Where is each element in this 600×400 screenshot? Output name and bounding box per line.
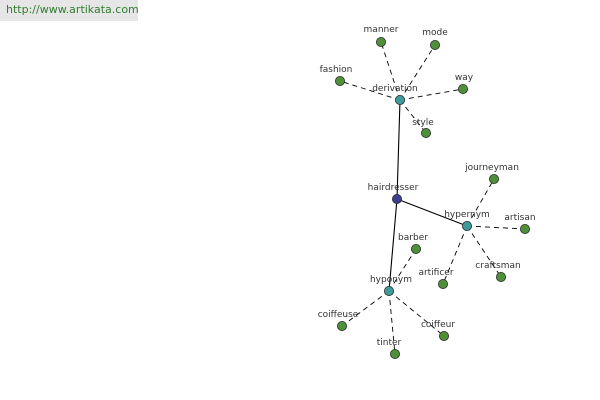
edge-derivation-manner (380, 41, 401, 101)
word-node-craftsman[interactable] (495, 271, 506, 282)
node-label-barber[interactable]: barber (398, 233, 428, 243)
node-label-tinter[interactable]: tinter (377, 338, 402, 348)
edge-hairdresser-derivation (396, 99, 401, 200)
word-node-coiffeur[interactable] (438, 330, 449, 341)
node-label-hairdresser[interactable]: hairdresser (368, 183, 419, 193)
edge-hyponym-coiffeur (388, 290, 445, 337)
word-node-mode[interactable] (429, 40, 440, 51)
edge-hypernym-artificer (442, 225, 468, 285)
graph-edges (339, 41, 526, 355)
node-label-style[interactable]: style (412, 118, 434, 128)
edge-hyponym-tinter (388, 290, 396, 355)
node-label-fashion[interactable]: fashion (320, 65, 353, 75)
node-label-coiffeur[interactable]: coiffeur (421, 320, 455, 330)
node-label-coiffeuse[interactable]: coiffeuse (318, 310, 359, 320)
word-node-fashion[interactable] (334, 76, 345, 87)
node-label-journeyman[interactable]: journeyman (464, 163, 519, 173)
edge-hypernym-artisan (466, 225, 526, 230)
word-node-coiffeuse[interactable] (336, 320, 347, 331)
word-node-manner[interactable] (375, 37, 386, 48)
word-node-artisan[interactable] (520, 223, 531, 234)
edge-hypernym-craftsman (466, 225, 502, 278)
node-label-derivation[interactable]: derivation (372, 84, 418, 94)
word-node-artificer[interactable] (437, 278, 448, 289)
node-label-craftsman[interactable]: craftsman (475, 261, 520, 271)
edge-derivation-way (399, 88, 464, 101)
word-node-way[interactable] (457, 84, 468, 95)
node-label-manner[interactable]: manner (364, 25, 399, 35)
edge-hairdresser-hyponym (388, 198, 398, 292)
word-node-style[interactable] (420, 127, 431, 138)
edge-derivation-style (399, 99, 427, 134)
node-label-hyponym[interactable]: hyponym (370, 275, 412, 285)
edge-hairdresser-hypernym (396, 198, 468, 227)
root-node-hairdresser[interactable] (391, 193, 402, 204)
word-node-barber[interactable] (410, 243, 421, 254)
relation-node-hyponym[interactable] (383, 285, 394, 296)
node-label-way[interactable]: way (455, 73, 474, 83)
edge-derivation-mode (399, 44, 436, 101)
url-bar: http://www.artikata.com (0, 0, 139, 21)
word-node-tinter[interactable] (389, 348, 400, 359)
edge-derivation-fashion (339, 80, 401, 101)
edge-hyponym-coiffeuse (341, 290, 390, 327)
node-label-mode[interactable]: mode (422, 28, 448, 38)
relation-node-hypernym[interactable] (461, 220, 472, 231)
relation-node-derivation[interactable] (394, 95, 405, 106)
word-node-journeyman[interactable] (488, 173, 499, 184)
node-label-hypernym[interactable]: hypernym (444, 210, 490, 220)
node-label-artisan[interactable]: artisan (504, 213, 535, 223)
edge-hypernym-journeyman (466, 178, 495, 227)
node-label-artificer[interactable]: artificer (418, 268, 453, 278)
graph-nodes (334, 37, 531, 359)
site-url-link[interactable]: http://www.artikata.com (6, 3, 139, 16)
graph-labels: hairdresser derivation manner mode fashion wa… (318, 25, 536, 348)
